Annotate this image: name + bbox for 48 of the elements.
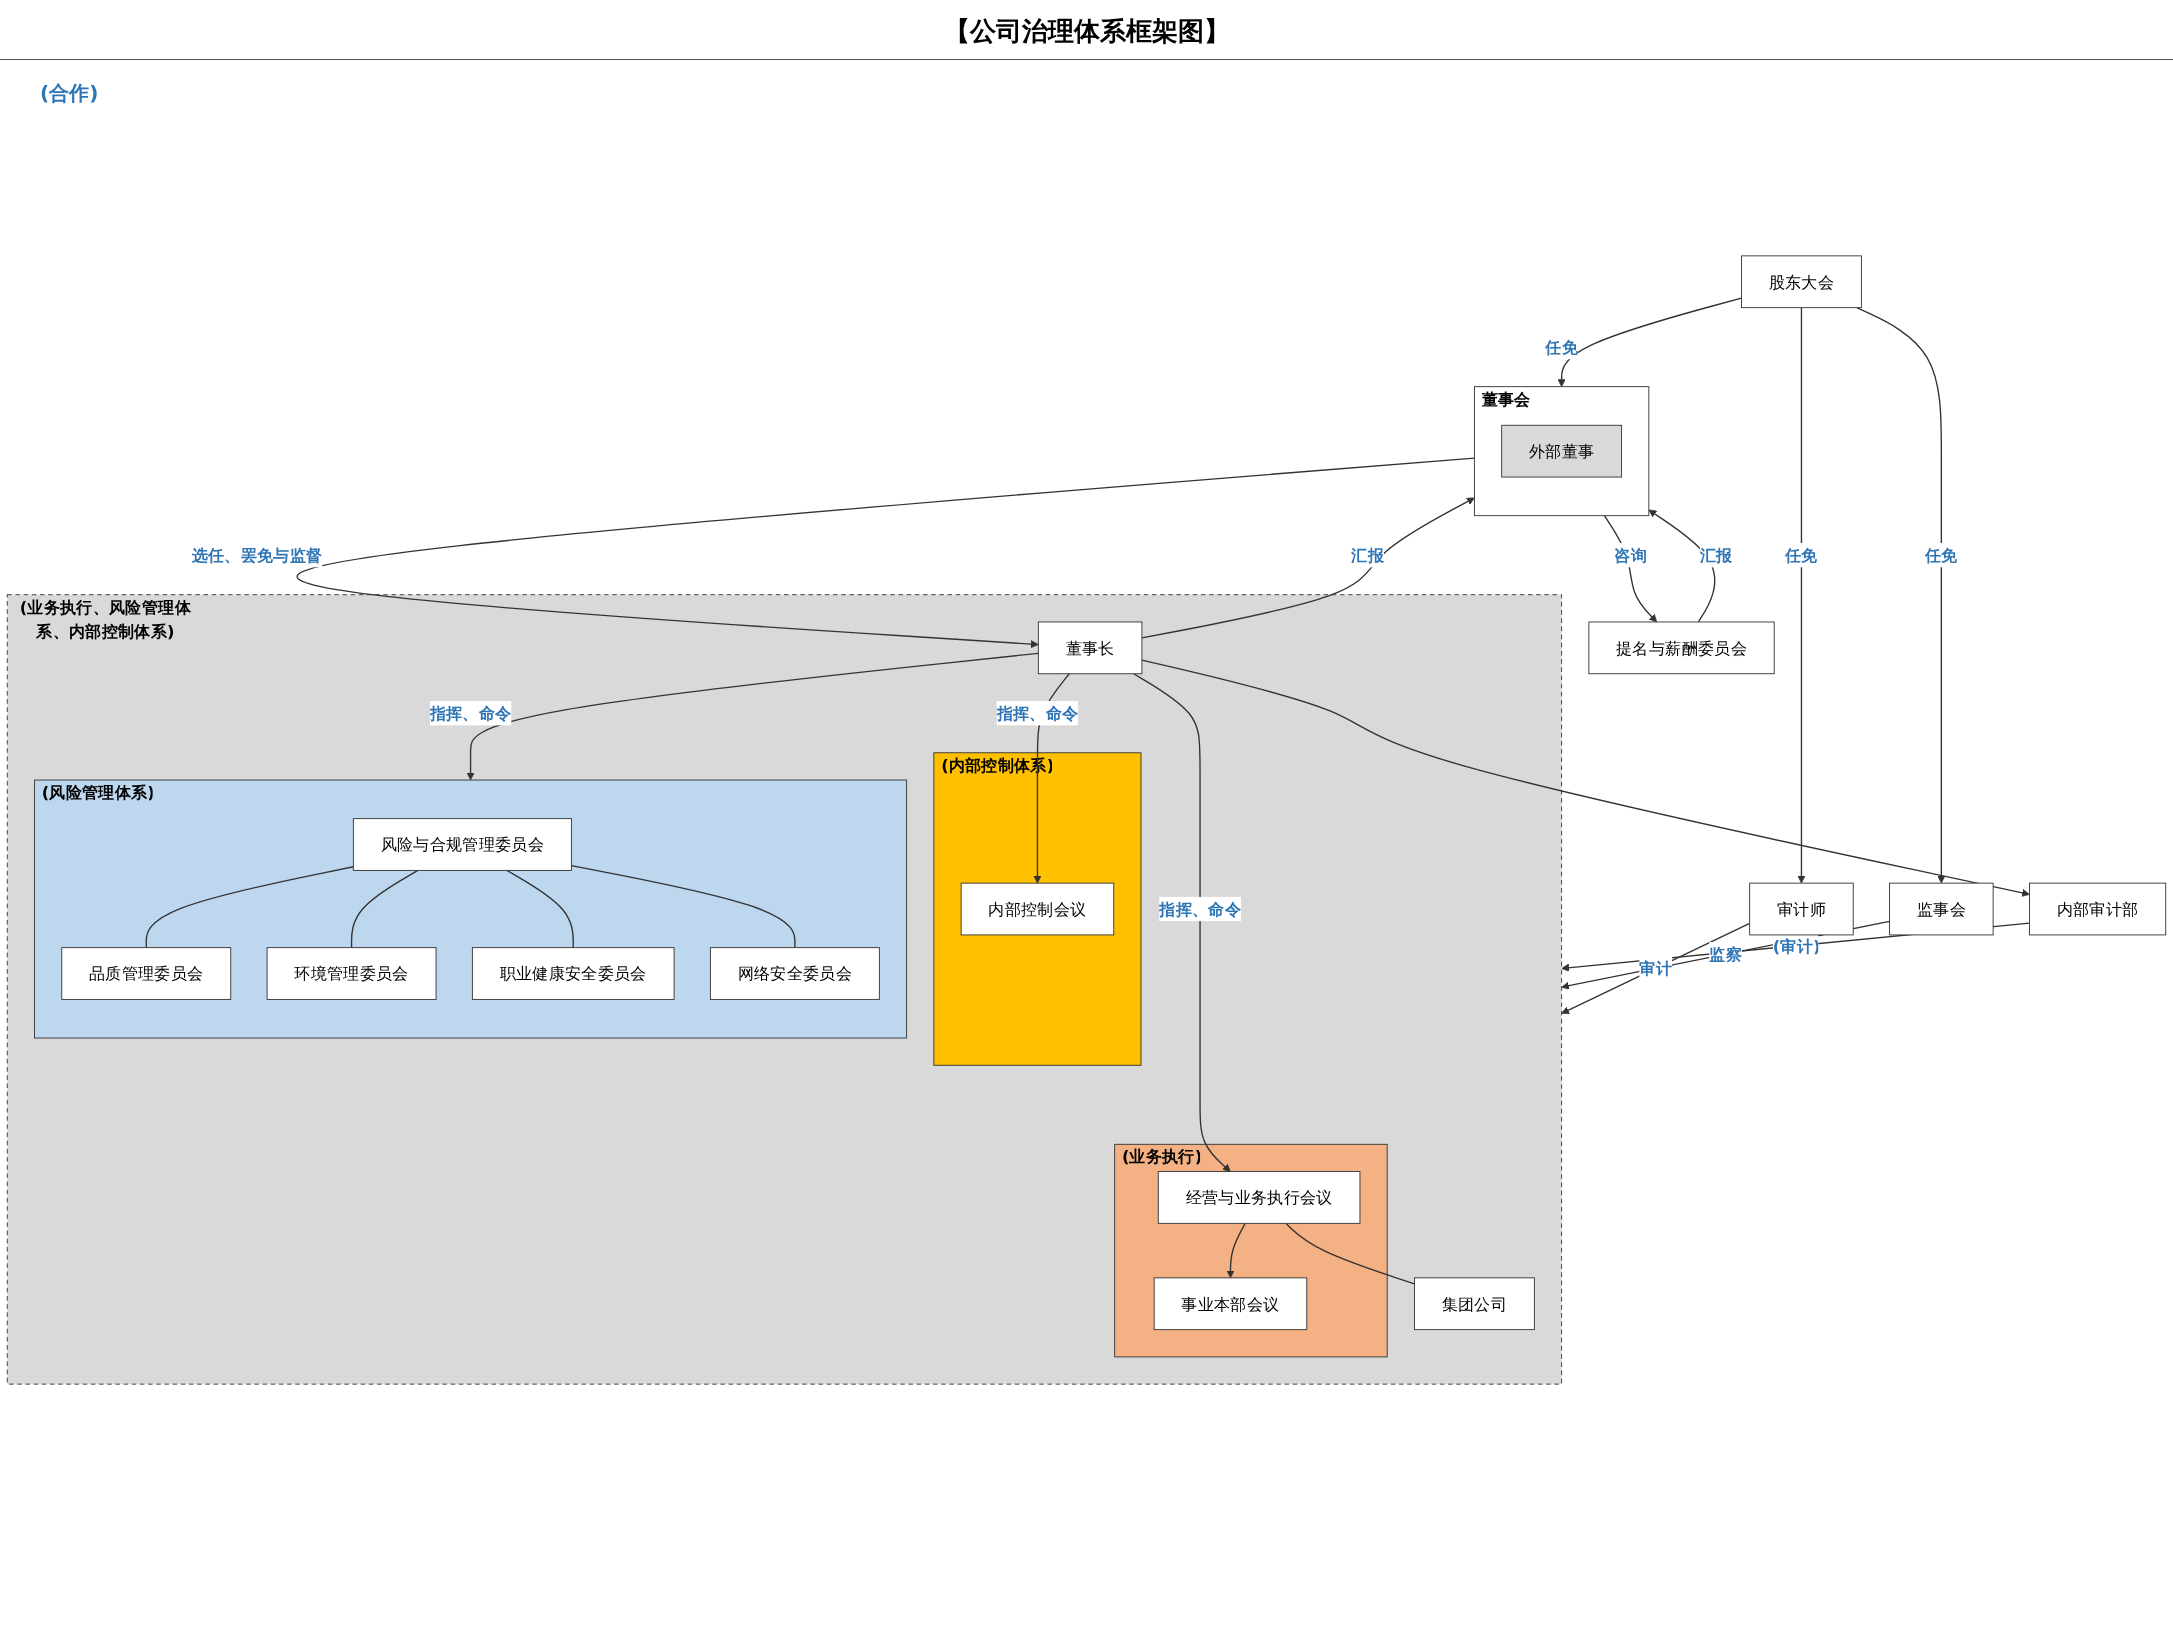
connector: [145, 866, 355, 949]
node-box: 风险与合规管理委员会: [352, 818, 572, 871]
node-box: 事业本部会议: [1153, 1277, 1308, 1331]
node-box: 环境管理委员会: [266, 947, 437, 1000]
edge-label: 监察: [1709, 944, 1742, 964]
edge-label: 汇报: [1351, 545, 1385, 565]
node-box: 股东大会: [1741, 255, 1862, 309]
edge-label: 任免: [1925, 545, 1958, 565]
node-box: 监事会: [1889, 882, 1994, 936]
edge-label: 指挥、命令: [1159, 899, 1241, 919]
edge-label: 指挥、命令: [996, 703, 1079, 723]
edge-label: 审计: [1639, 958, 1672, 978]
connector: [1285, 1222, 1416, 1285]
node-box: 提名与薪酬委员会: [1588, 621, 1775, 675]
node-box: 集团公司: [1414, 1277, 1535, 1331]
arrow: [1033, 673, 1070, 884]
arrow: [1557, 297, 1743, 388]
arrow: [466, 652, 1039, 781]
arrow: [296, 457, 1476, 649]
edge-label: 咨询: [1614, 545, 1648, 565]
arrow: [1141, 497, 1475, 639]
edge-label: 选任、罢免与监督: [191, 545, 323, 565]
connector: [570, 865, 796, 949]
node-box: 董事长: [1037, 621, 1143, 675]
diagram-title: 【公司治理体系框架图】: [0, 0, 2173, 60]
edge-label: 汇报: [1699, 545, 1733, 565]
arrow: [1856, 306, 1946, 884]
arrow: [1797, 306, 1806, 884]
edge-label: 任免: [1785, 545, 1818, 565]
arrow: [1132, 673, 1231, 1172]
connector: [506, 869, 574, 949]
edge-label: (审计): [1772, 936, 1821, 956]
node-box: 品质管理委员会: [61, 947, 232, 1000]
edge-label: 任免: [1545, 337, 1578, 357]
edge-label: 指挥、命令: [429, 703, 512, 723]
node-box: 审计师: [1749, 882, 1854, 936]
arrow: [1561, 922, 1751, 1014]
node-box: 外部董事: [1501, 424, 1623, 478]
node-box: 内部审计部: [2029, 882, 2167, 936]
arrow: [1603, 515, 1658, 623]
arrow: [1226, 1222, 1246, 1279]
connector: [350, 869, 419, 949]
node-box: 经营与业务执行会议: [1157, 1171, 1361, 1224]
note-label: (合作): [40, 80, 99, 107]
node-box: 网络安全委员会: [709, 947, 880, 1000]
arrow: [1141, 659, 2030, 897]
node-box: 职业健康安全委员会: [471, 947, 675, 1000]
node-box: 内部控制会议: [960, 882, 1115, 936]
